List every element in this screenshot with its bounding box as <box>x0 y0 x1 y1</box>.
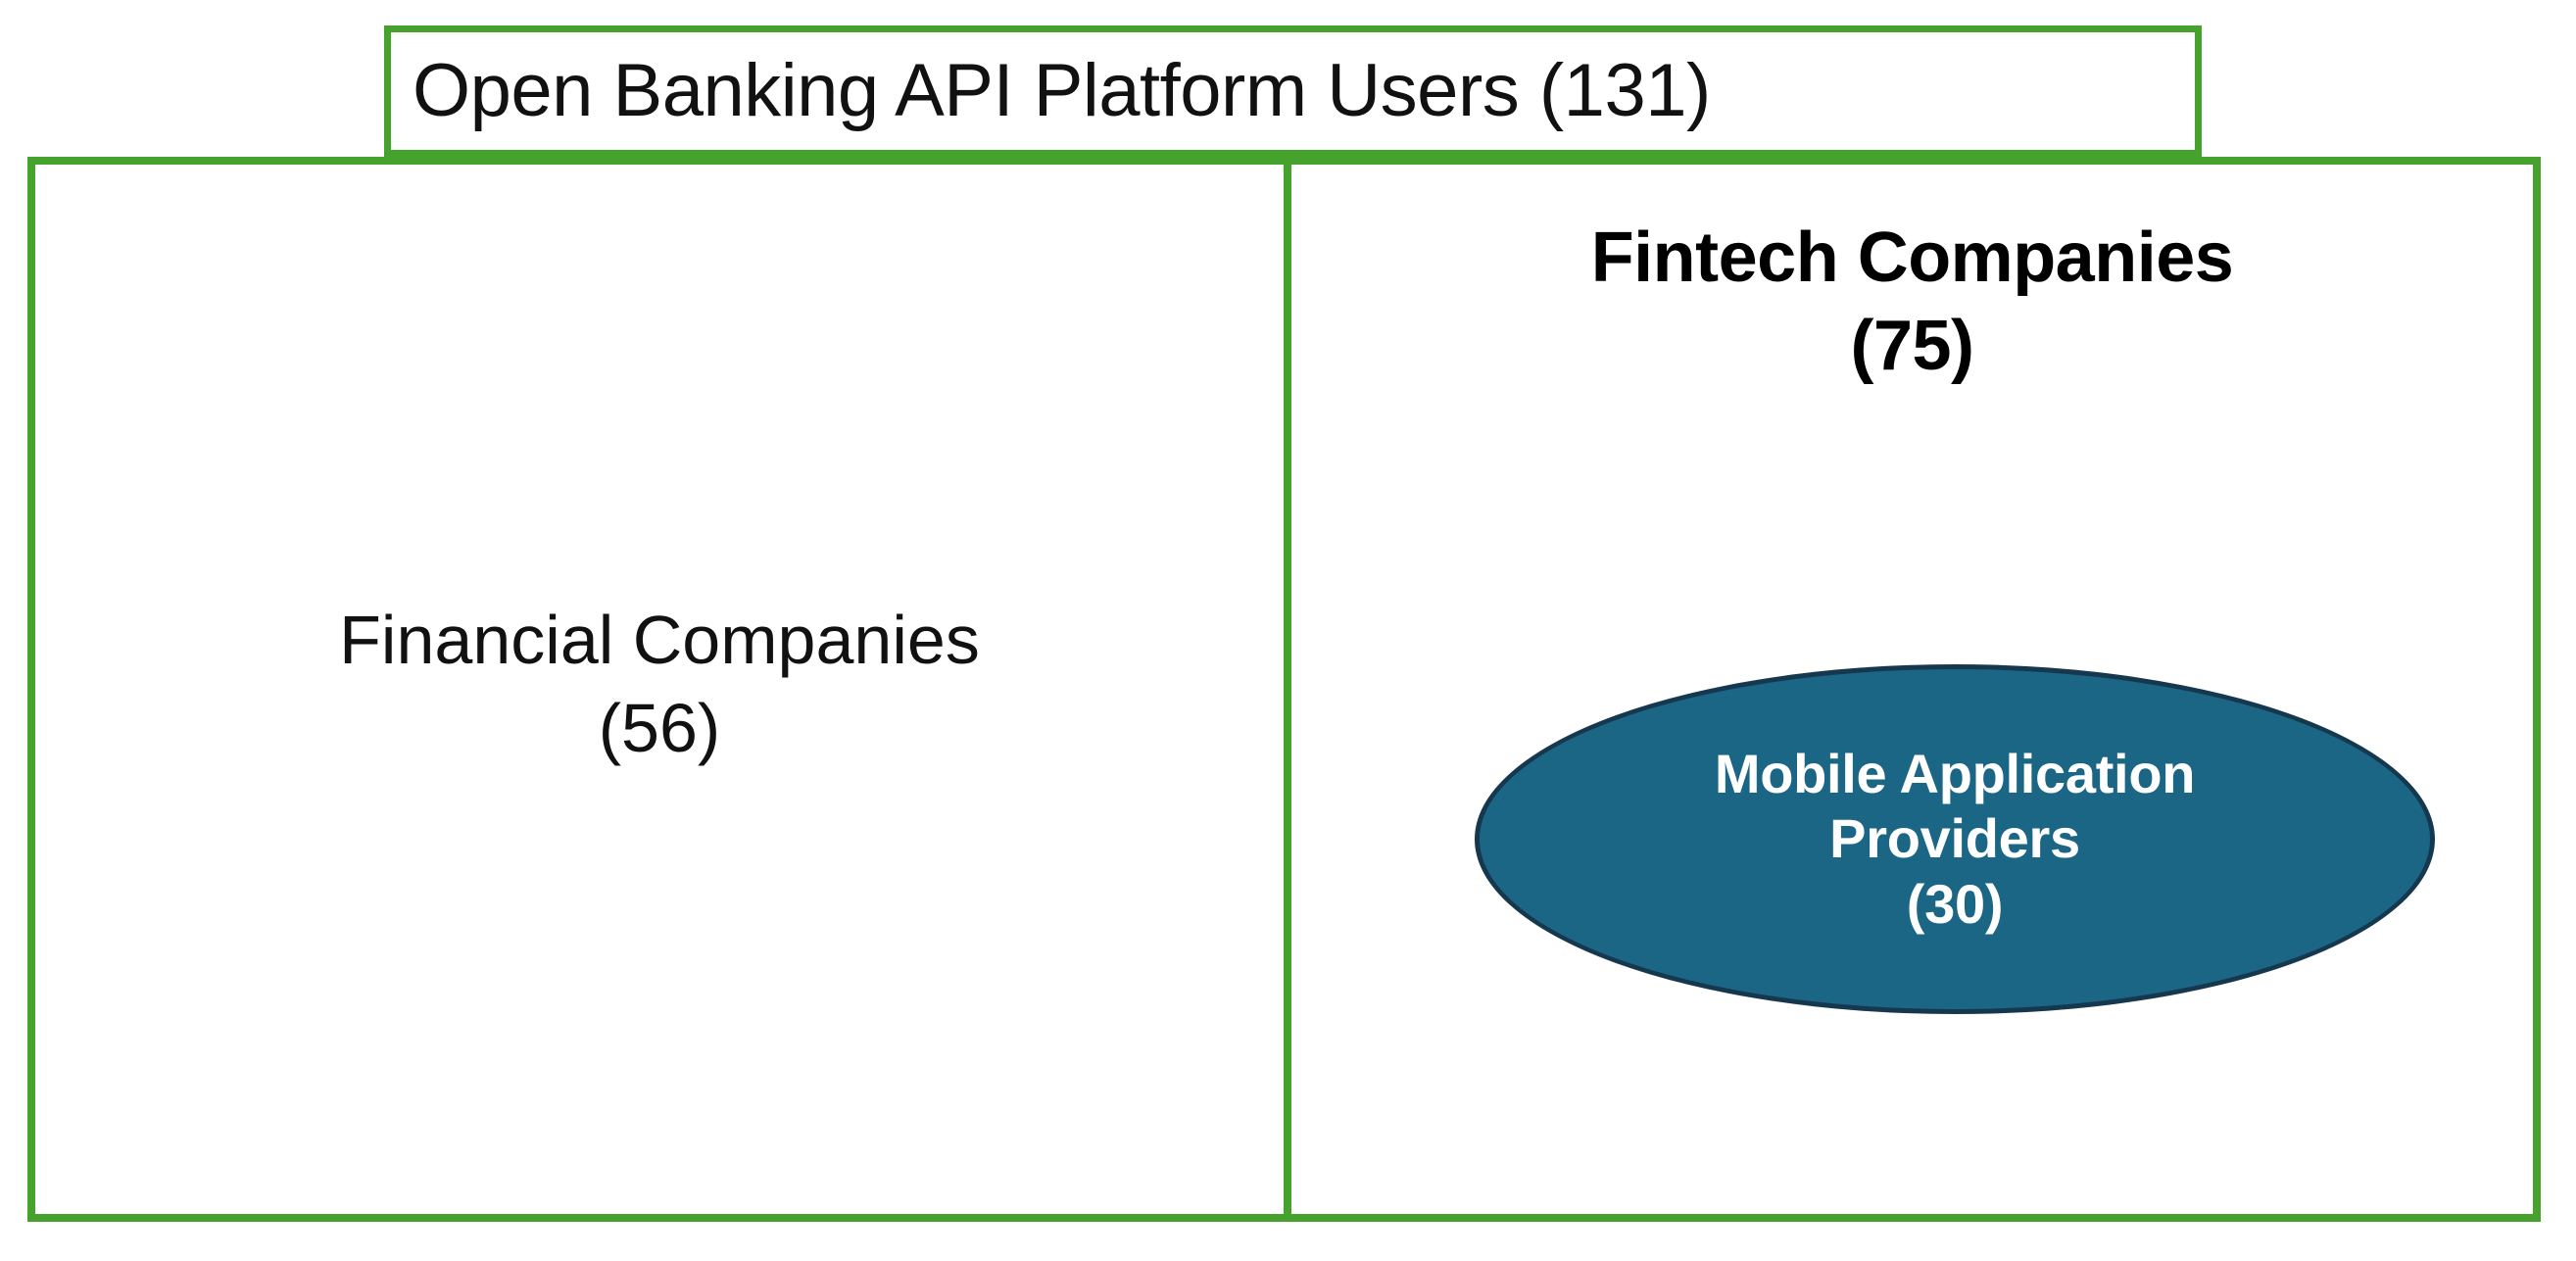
financial-companies-name: Financial Companies <box>339 601 980 678</box>
fintech-companies-name: Fintech Companies <box>1590 218 2234 297</box>
ellipse-shape <box>1475 664 2435 1014</box>
mobile-application-providers-count: (30) <box>1906 872 2004 935</box>
mobile-application-providers-label-group: Mobile Application Providers (30) <box>1475 664 2435 1014</box>
financial-companies-count: (56) <box>598 689 721 766</box>
mobile-application-providers-name-line2: Providers <box>1829 807 2080 870</box>
panel-fintech-companies: Fintech Companies (75) <box>1291 165 2533 1214</box>
fintech-companies-label-group: Fintech Companies (75) <box>1291 214 2533 390</box>
diagram-title-label: Open Banking API Platform Users (131) <box>413 49 1711 132</box>
fintech-companies-count: (75) <box>1850 307 1974 385</box>
diagram-title-box: Open Banking API Platform Users (131) <box>384 25 2202 157</box>
financial-companies-label-group: Financial Companies (56) <box>339 597 980 772</box>
mobile-application-providers-ellipse: Mobile Application Providers (30) <box>1475 664 2435 1014</box>
mobile-application-providers-name-line1: Mobile Application <box>1714 743 2196 805</box>
panel-financial-companies: Financial Companies (56) <box>35 165 1291 1214</box>
